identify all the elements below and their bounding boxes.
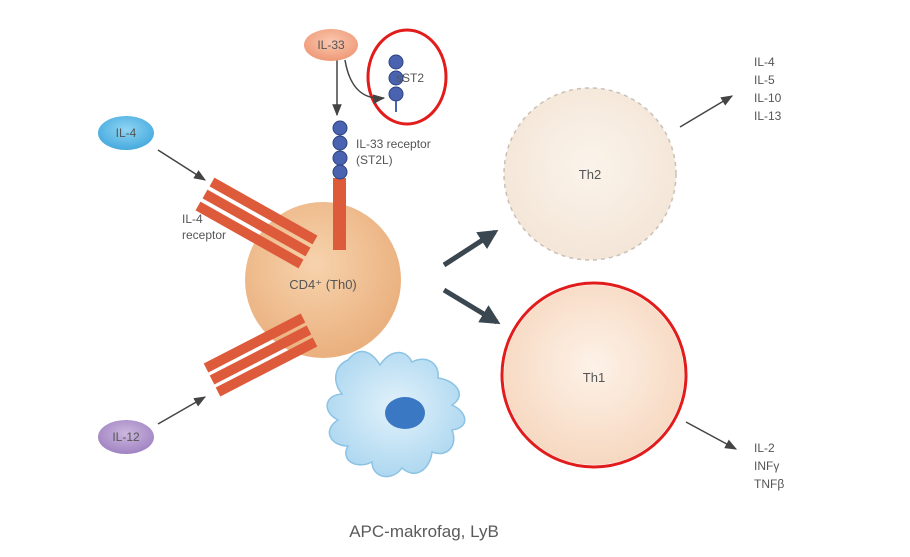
il4-receptor <box>195 177 318 269</box>
th2-label: Th2 <box>579 167 601 182</box>
il33-receptor-label: IL-33 receptor (ST2L) <box>356 137 434 167</box>
il12-label: IL-12 <box>112 430 140 444</box>
th2-output-item: IL-4 <box>754 55 775 69</box>
th0-to-th2-arrow <box>442 229 499 268</box>
th1-output-item: IL-2 <box>754 441 775 455</box>
il12-receptor <box>203 313 318 397</box>
th1-output-item: INFγ <box>754 459 779 473</box>
th0-to-th1-arrow <box>442 287 501 325</box>
th2-output-list: IL-4 IL-5 IL-10 IL-13 <box>754 55 785 123</box>
apc-nucleus <box>385 397 425 429</box>
il4-label: IL-4 <box>116 126 137 140</box>
il4-arrow <box>157 149 207 181</box>
il33-ligand <box>304 29 358 61</box>
th2-output-arrow <box>679 95 734 128</box>
il33-receptor <box>332 120 348 250</box>
th1-cell <box>504 285 684 465</box>
il12-ligand <box>98 420 154 454</box>
th1-label: Th1 <box>583 370 605 385</box>
il33-label: IL-33 <box>317 38 345 52</box>
th1-output-list: IL-2 INFγ TNFβ <box>754 441 784 491</box>
th2-cell <box>503 87 677 261</box>
il4-receptor-label: IL-4 receptor <box>182 212 226 242</box>
il4-ligand <box>98 116 154 150</box>
il12-arrow <box>157 396 207 425</box>
th2-output-item: IL-5 <box>754 73 775 87</box>
sst2-highlight-ring <box>366 28 448 126</box>
th1-highlight-ring <box>500 281 688 469</box>
il33-to-sst2-arrow <box>344 59 386 104</box>
th2-output-item: IL-13 <box>754 109 782 123</box>
th2-output-item: IL-10 <box>754 91 782 105</box>
caption: APC-makrofag, LyB <box>349 522 499 541</box>
th0-label: CD4⁺ (Th0) <box>289 277 357 292</box>
th1-output-item: TNFβ <box>754 477 784 491</box>
sst2-molecule <box>388 54 404 112</box>
th1-output-arrow <box>685 421 738 450</box>
sst2-label: sST2 <box>396 71 424 85</box>
